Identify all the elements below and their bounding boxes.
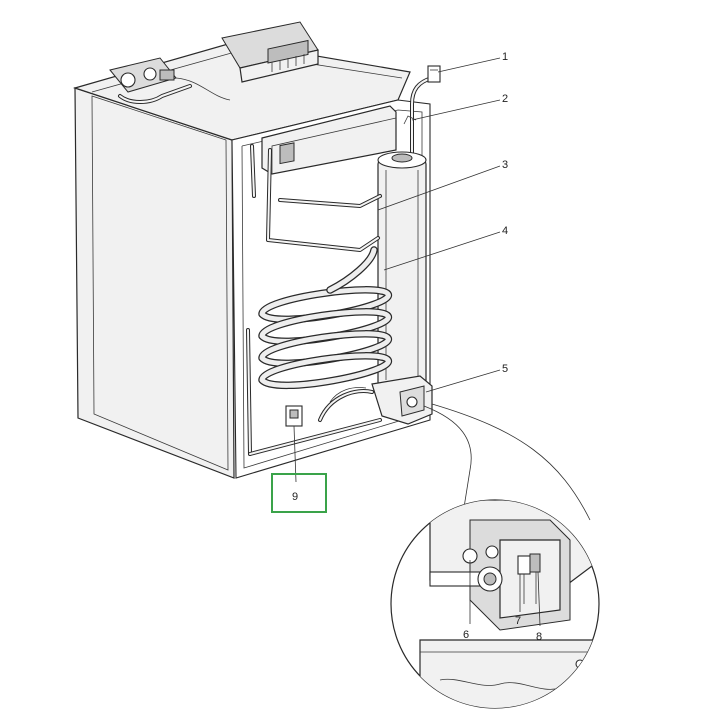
highlight-box xyxy=(271,473,327,513)
callout-8: 8 xyxy=(536,631,542,643)
drain-box xyxy=(285,405,303,427)
leader-4 xyxy=(383,231,501,271)
control-board xyxy=(221,21,319,83)
callout-4: 4 xyxy=(502,225,508,237)
callout-9: 9 xyxy=(292,491,298,503)
terminal-block xyxy=(267,39,309,72)
zoom-connectors xyxy=(423,403,591,521)
callout-5: 5 xyxy=(502,363,508,375)
back-piping xyxy=(246,144,382,456)
magnified-detail xyxy=(390,499,600,709)
callout-6: 6 xyxy=(463,629,469,641)
leader-9 xyxy=(293,425,297,483)
cabinet xyxy=(72,41,431,479)
flue-cap xyxy=(427,65,441,83)
top-tray xyxy=(261,105,397,175)
flue-pipe xyxy=(403,65,441,158)
cabinet-left-inner-edge xyxy=(91,95,229,471)
leader-1 xyxy=(437,57,501,73)
burner-housing xyxy=(318,375,433,425)
cabinet-left-side xyxy=(74,87,235,479)
leader-lines xyxy=(293,57,541,627)
callout-1: 1 xyxy=(502,51,508,63)
callout-2: 2 xyxy=(502,93,508,105)
leader-3 xyxy=(377,165,501,211)
callout-7: 7 xyxy=(515,615,521,627)
callout-labels: 1 2 3 4 5 6 7 8 9 xyxy=(292,51,542,643)
leader-5 xyxy=(425,369,501,393)
leader-2 xyxy=(411,99,501,121)
boiler-cylinder xyxy=(377,151,427,387)
thermostat-assembly xyxy=(109,57,231,104)
condenser-coil xyxy=(258,246,392,390)
leader-8 xyxy=(537,571,541,627)
callout-3: 3 xyxy=(502,159,508,171)
